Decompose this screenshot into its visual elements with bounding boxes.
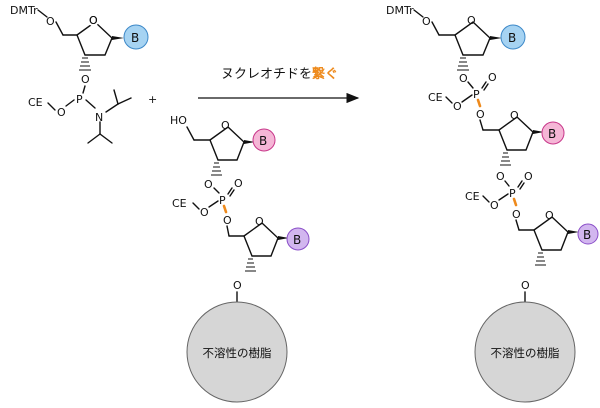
- svg-text:B: B: [548, 127, 556, 141]
- svg-text:ヌクレオチドを繋ぐ: ヌクレオチドを繋ぐ: [221, 66, 338, 82]
- svg-text:P: P: [509, 187, 516, 200]
- resin-bound-dinucleotide: HO O B O P O O CE O O B: [170, 114, 310, 403]
- new-link-orange-product-2: [512, 197, 518, 207]
- svg-text:O: O: [510, 109, 519, 122]
- product-trinucleotide: DMTr O O B O P O O CE O O B: [386, 4, 599, 403]
- svg-text:CE: CE: [465, 190, 480, 203]
- base-blue-product: B: [500, 24, 526, 50]
- resin-label: 不溶性の樹脂: [203, 346, 272, 360]
- svg-text:O: O: [234, 177, 243, 190]
- phosphorus-label: P: [76, 93, 83, 106]
- svg-text:O: O: [496, 170, 505, 183]
- oxygen-3-label: O: [81, 73, 90, 86]
- hydroxyl-label: HO: [170, 114, 187, 127]
- svg-text:O: O: [204, 178, 213, 191]
- oxygen-label: O: [46, 15, 55, 28]
- insoluble-resin: 不溶性の樹脂: [186, 301, 288, 403]
- reaction-arrow: ヌクレオチドを繋ぐ: [198, 66, 360, 104]
- svg-text:P: P: [473, 88, 480, 101]
- oxygen-ce-label: O: [57, 106, 66, 119]
- base-pink: B: [252, 128, 276, 152]
- base-pink-product: B: [541, 121, 565, 145]
- svg-text:O: O: [476, 108, 485, 121]
- base-purple: B: [286, 227, 310, 251]
- phosphoramidite-monomer: DMTr O O O B O P O CE N: [10, 4, 149, 144]
- svg-text:B: B: [508, 31, 516, 45]
- svg-text:O: O: [255, 215, 264, 228]
- svg-text:O: O: [221, 119, 230, 132]
- insoluble-resin-product: 不溶性の樹脂: [474, 301, 576, 403]
- reaction-caption-emphasis: 繋ぐ: [312, 66, 338, 82]
- svg-text:P: P: [219, 194, 226, 207]
- svg-text:CE: CE: [428, 91, 443, 104]
- svg-text:O: O: [89, 14, 98, 27]
- svg-text:O: O: [223, 214, 232, 227]
- base-purple-product: B: [577, 223, 599, 245]
- svg-text:O: O: [521, 279, 530, 292]
- nitrogen-label: N: [95, 111, 103, 124]
- svg-text:CE: CE: [172, 197, 187, 210]
- dmttr-label: DMTr: [10, 4, 38, 17]
- svg-text:O: O: [200, 206, 209, 219]
- new-link-orange: [222, 204, 228, 214]
- svg-text:O: O: [233, 279, 242, 292]
- svg-text:O: O: [545, 209, 554, 222]
- svg-text:O: O: [453, 100, 462, 113]
- svg-text:O: O: [467, 14, 476, 27]
- svg-text:O: O: [422, 15, 431, 28]
- reaction-caption: ヌクレオチドを: [221, 67, 312, 82]
- resin-label-product: 不溶性の樹脂: [491, 346, 560, 360]
- base-blue: B: [123, 24, 149, 50]
- svg-text:B: B: [293, 233, 301, 247]
- svg-text:B: B: [583, 228, 591, 242]
- ce-label: CE: [28, 96, 43, 109]
- new-link-orange-product: [476, 98, 482, 108]
- svg-text:O: O: [488, 71, 497, 84]
- svg-text:B: B: [259, 134, 267, 148]
- svg-text:B: B: [131, 31, 139, 45]
- svg-text:O: O: [459, 72, 468, 85]
- svg-text:O: O: [490, 199, 499, 212]
- svg-text:DMTr: DMTr: [386, 4, 414, 17]
- svg-text:O: O: [524, 170, 533, 183]
- plus-sign: +: [148, 93, 157, 106]
- svg-text:O: O: [512, 208, 521, 221]
- ring-oxygen-label: O: [89, 14, 98, 27]
